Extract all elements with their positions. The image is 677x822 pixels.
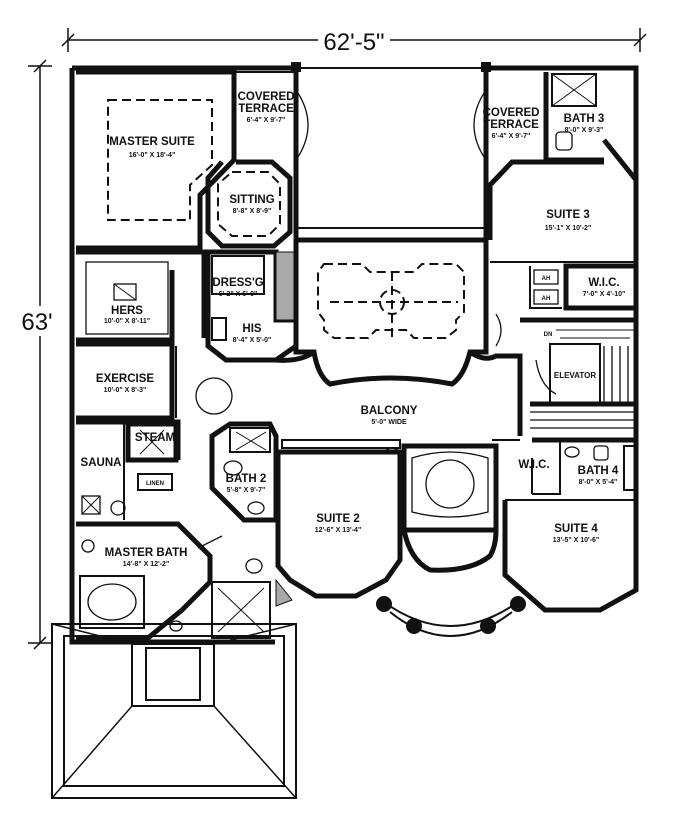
exercise-label: EXERCISE	[96, 373, 154, 385]
depth-dimension-label: 63'	[21, 309, 52, 336]
suite-3-dims: 15'-1" X 10'-2"	[545, 225, 592, 232]
bath-2-dims: 5'-8" X 9'-7"	[227, 487, 266, 494]
suite-3-closet: AH AH W.I.C. 7'-0" X 4'-10"	[529, 263, 639, 311]
open-to-below	[293, 237, 502, 387]
master-suite-dims: 16'-0" X 18'-4"	[129, 152, 176, 159]
suite-4-closet-bath: W.I.C. BATH 4 8'-0" X 5'-4"	[518, 437, 637, 495]
covered-terrace-left-label-1: COVERED	[238, 91, 295, 103]
exercise-room: EXERCISE 10'-0" X 8'-3"	[76, 341, 175, 421]
hers-label: HERS	[111, 305, 143, 317]
sitting-label: SITTING	[229, 194, 274, 206]
wic-suite4-label: W.I.C.	[518, 459, 549, 471]
master-bath-dims: 14'-8" X 12'-2"	[123, 561, 170, 568]
suite-4: SUITE 4 13'-5" X 10'-6"	[505, 499, 636, 544]
his-dims: 8'-4" X 5'-0"	[233, 337, 272, 344]
width-dimension-label: 62'-5"	[323, 29, 384, 56]
bath-3-label: BATH 3	[564, 113, 605, 125]
master-suite: MASTER SUITE 16'-0" X 18'-4"	[76, 69, 237, 251]
elevator-label: ELEVATOR	[554, 371, 596, 380]
wic-suite3-dims: 7'-0" X 4'-10"	[583, 291, 626, 298]
linen-label: LINEN	[146, 481, 164, 487]
balcony-label: BALCONY	[361, 405, 418, 417]
stair-elevator: DN ELEVATOR	[520, 317, 636, 429]
covered-terrace-right: COVERED TERRACE 6'-4" X 9'-7"	[473, 89, 540, 161]
hers-closet: HERS 10'-0" X 8'-11"	[76, 249, 207, 343]
suite-3-label: SUITE 3	[546, 209, 589, 221]
depth-dimension: 63'	[16, 59, 58, 650]
exercise-dims: 10'-0" X 8'-3"	[104, 387, 147, 394]
dressg-label: DRESS'G	[212, 277, 263, 289]
dressg-dims: 6'-2" X 6'-0"	[219, 291, 258, 298]
dressing-area: DRESS'G 6'-2" X 6'-0" HIS 8'-4" X 5'-0"	[205, 249, 299, 363]
master-suite-label: MASTER SUITE	[109, 136, 195, 148]
sauna-steam: SAUNA STEAM LINEN	[76, 419, 181, 520]
stair-down-label: DN	[544, 332, 553, 338]
bath-3: BATH 3 8'-0" X 9'-3"	[543, 72, 605, 163]
bath-4-dims: 8'-0" X 5'-4"	[579, 479, 618, 486]
terrace-posts	[291, 62, 491, 72]
steam-label: STEAM	[135, 432, 175, 444]
sitting-dims: 8'-8" X 8'-9"	[233, 208, 272, 215]
master-bath-label: MASTER BATH	[105, 547, 188, 559]
balcony: BALCONY 5'-0" WIDE	[275, 349, 523, 453]
bath-2-label: BATH 2	[226, 473, 267, 485]
covered-terrace-right-label-1: COVERED	[483, 107, 540, 119]
ah-lower-label: AH	[542, 296, 551, 302]
balcony-dims: 5'-0" WIDE	[371, 419, 407, 426]
sauna-label: SAUNA	[81, 457, 122, 469]
rotunda-bay	[376, 443, 526, 637]
entry-roof	[51, 623, 297, 799]
exterior-walls	[69, 65, 639, 645]
sitting-room: SITTING 8'-8" X 8'-9"	[205, 159, 293, 249]
covered-terrace-right-label-2: TERRACE	[483, 119, 539, 131]
hers-dims: 10'-0" X 8'-11"	[104, 318, 150, 325]
suite-2-dims: 12'-6" X 13'-4"	[315, 527, 362, 534]
covered-terrace-left-label-2: TERRACE	[238, 103, 294, 115]
suite-4-dims: 13'-5" X 10'-6"	[553, 537, 600, 544]
suite-2: SUITE 2 12'-6" X 13'-4"	[275, 449, 403, 607]
covered-terrace-left: COVERED TERRACE 6'-4" X 9'-7"	[236, 71, 309, 161]
wic-suite3-label: W.I.C.	[588, 277, 619, 289]
covered-terrace-left-dims: 6'-4" X 9'-7"	[247, 117, 286, 124]
bath-4-label: BATH 4	[578, 465, 619, 477]
width-dimension: 62'-5"	[61, 28, 647, 56]
master-bath: MASTER BATH 14'-8" X 12'-2"	[76, 521, 271, 641]
suite-4-label: SUITE 4	[554, 523, 598, 535]
suite-2-label: SUITE 2	[316, 513, 359, 525]
his-label: HIS	[242, 323, 262, 335]
ah-upper-label: AH	[542, 276, 551, 282]
bath-3-dims: 8'-0" X 9'-3"	[565, 127, 604, 134]
hall-foyer	[175, 346, 233, 418]
covered-terrace-right-dims: 6'-4" X 9'-7"	[492, 133, 531, 140]
suite-3: SUITE 3 15'-1" X 10'-2"	[487, 159, 636, 263]
bath-2: BATH 2 5'-8" X 9'-7"	[209, 421, 279, 523]
